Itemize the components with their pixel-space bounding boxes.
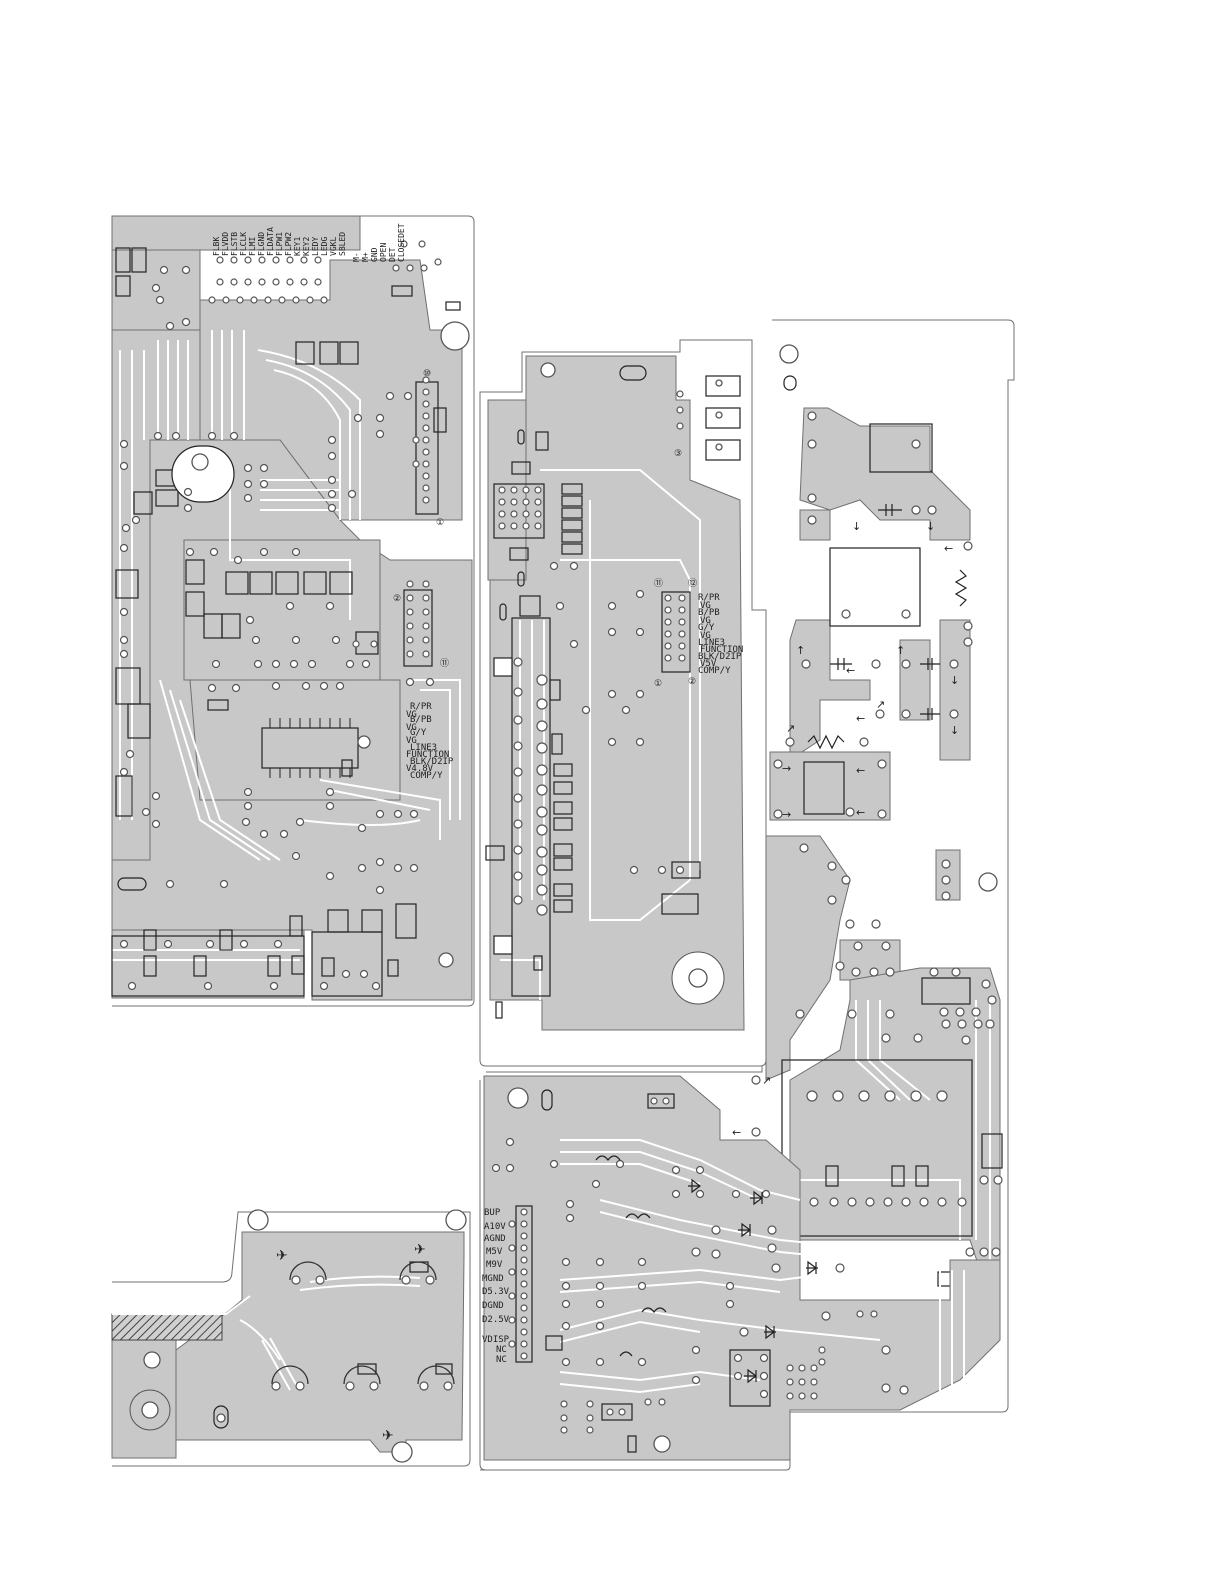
power-label: AGND bbox=[484, 1234, 506, 1244]
board-a-av-labels: R/PR VG B/PB VG G/Y VG LINE3 FUNCTION BL… bbox=[406, 702, 454, 781]
svg-text:↓: ↓ bbox=[950, 724, 959, 737]
av-label: G/Y bbox=[410, 728, 427, 738]
board-b: R/PR VG B/PB VG G/Y VG LINE3 FUNCTION BL… bbox=[479, 339, 767, 1067]
power-label: D2.5V bbox=[482, 1315, 510, 1325]
board-b-pin-markers: ① ② ⑪ ⑫ ③ bbox=[654, 449, 697, 689]
svg-text:↓: ↓ bbox=[926, 520, 935, 533]
conn-label: FLPW1 bbox=[275, 232, 284, 256]
conn-label: FLCLK bbox=[239, 232, 248, 256]
power-label: NC bbox=[496, 1355, 507, 1365]
conn-label: FLVDD bbox=[221, 232, 230, 256]
pin-marker: ② bbox=[688, 677, 696, 687]
board-d: ↑ ↑ ← ↓ ↓ ← ↓ ↓ ← → ← → ← ↗ ↗ ← ↗ bbox=[480, 319, 1015, 1471]
conn-label: FLMI bbox=[248, 237, 257, 256]
conn-label: GND bbox=[370, 247, 379, 262]
av-label: B/PB bbox=[410, 715, 432, 725]
av-label: VG bbox=[406, 723, 417, 733]
av-label: BLK/D2IP bbox=[410, 757, 454, 767]
svg-text:↗: ↗ bbox=[762, 1074, 771, 1087]
pin-marker: ⑫ bbox=[688, 578, 697, 589]
svg-text:↓: ↓ bbox=[950, 674, 959, 687]
conn-label: DET bbox=[388, 247, 397, 262]
conn-label: FLGND bbox=[257, 232, 266, 256]
svg-text:←: ← bbox=[732, 1126, 741, 1139]
pin-marker: ⑩ bbox=[423, 369, 431, 379]
svg-text:↑: ↑ bbox=[796, 644, 805, 657]
av-label: VG bbox=[700, 631, 711, 641]
svg-text:↗: ↗ bbox=[786, 722, 795, 735]
conn-label: FLSTB bbox=[230, 232, 239, 256]
board-e: ✈ ✈ ✈ bbox=[111, 1209, 471, 1467]
svg-text:↗: ↗ bbox=[876, 698, 885, 711]
svg-text:←: ← bbox=[856, 712, 865, 725]
pin-marker: ① bbox=[654, 679, 662, 689]
av-label: VG bbox=[406, 710, 417, 720]
power-label: M9V bbox=[486, 1260, 503, 1270]
svg-text:←: ← bbox=[846, 664, 855, 677]
av-label: V5V bbox=[700, 659, 717, 669]
board-a: FLBK FLVDD FLSTB FLCLK FLMI FLGND FLDATA… bbox=[111, 215, 475, 1007]
pin-marker: ② bbox=[393, 594, 401, 604]
conn-label: SBLED bbox=[338, 232, 347, 256]
power-label: D5.3V bbox=[482, 1287, 510, 1297]
av-label: VG bbox=[700, 601, 711, 611]
svg-text:✈: ✈ bbox=[382, 1428, 394, 1444]
av-label: LINE3 bbox=[698, 638, 725, 648]
conn-label: M- bbox=[352, 252, 361, 262]
av-label: VG bbox=[406, 736, 417, 746]
board-c: BUP A10V AGND M5V M9V MGND D5.3V DGND D2… bbox=[479, 1066, 1001, 1471]
conn-label: CLOSEDET bbox=[397, 223, 406, 262]
power-label: VDISP bbox=[482, 1335, 510, 1345]
conn-label: LEDY bbox=[311, 237, 320, 256]
conn-label: FLPW2 bbox=[284, 232, 293, 256]
av-label: LINE3 bbox=[410, 743, 437, 753]
conn-label: KEY1 bbox=[293, 237, 302, 256]
svg-text:↑: ↑ bbox=[896, 644, 905, 657]
av-label: B/PB bbox=[698, 608, 720, 618]
pin-marker: ⑪ bbox=[654, 578, 663, 589]
svg-text:✈: ✈ bbox=[414, 1242, 426, 1258]
power-label: NC bbox=[496, 1345, 507, 1355]
power-label: A10V bbox=[484, 1222, 506, 1232]
av-label: FUNCTION bbox=[406, 750, 449, 760]
conn-label: OPEN bbox=[379, 243, 388, 262]
power-label: MGND bbox=[482, 1274, 504, 1284]
conn-label: FLDATA bbox=[266, 227, 275, 256]
svg-text:✈: ✈ bbox=[276, 1248, 288, 1264]
av-label: FUNCTION bbox=[700, 645, 743, 655]
svg-text:←: ← bbox=[856, 806, 865, 819]
board-a-top-connector-labels: FLBK FLVDD FLSTB FLCLK FLMI FLGND FLDATA… bbox=[212, 223, 406, 262]
power-label: M5V bbox=[486, 1247, 503, 1257]
power-label: DGND bbox=[482, 1301, 504, 1311]
conn-label: LEDG bbox=[320, 237, 329, 256]
av-label: VG bbox=[700, 616, 711, 626]
av-label: BLK/D2IP bbox=[698, 652, 742, 662]
svg-text:→: → bbox=[782, 808, 791, 821]
svg-text:→: → bbox=[782, 762, 791, 775]
svg-text:←: ← bbox=[944, 542, 953, 555]
board-a-pin-markers: ① ② ⑩ ⑪ bbox=[393, 369, 449, 669]
board-c-power-labels: BUP A10V AGND M5V M9V MGND D5.3V DGND D2… bbox=[482, 1208, 510, 1365]
av-label: G/Y bbox=[698, 623, 715, 633]
av-label: COMP/Y bbox=[698, 666, 731, 676]
conn-label: VGKL bbox=[329, 237, 338, 256]
conn-label: M+ bbox=[361, 252, 370, 262]
pin-marker: ⑪ bbox=[440, 658, 449, 669]
svg-text:←: ← bbox=[856, 764, 865, 777]
av-label: COMP/Y bbox=[410, 771, 443, 781]
pin-marker: ③ bbox=[674, 449, 682, 459]
pin-marker: ① bbox=[436, 518, 444, 528]
board-b-av-labels: R/PR VG B/PB VG G/Y VG LINE3 FUNCTION BL… bbox=[698, 593, 743, 676]
av-label: R/PR bbox=[698, 593, 720, 603]
svg-text:↓: ↓ bbox=[852, 520, 861, 533]
conn-label: KEY2 bbox=[302, 237, 311, 256]
conn-label: FLBK bbox=[212, 237, 221, 256]
av-label: V4.8V bbox=[406, 764, 434, 774]
power-label: BUP bbox=[484, 1208, 501, 1218]
av-label: R/PR bbox=[410, 702, 432, 712]
